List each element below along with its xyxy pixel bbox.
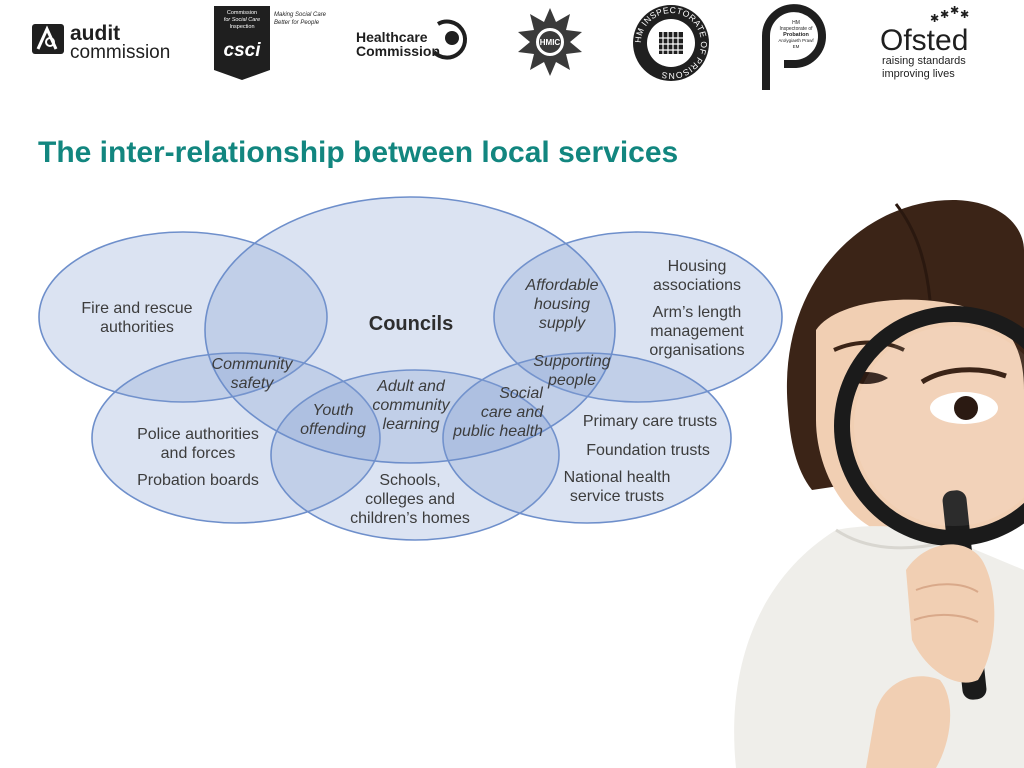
health-trusts-ellipse: [442, 352, 732, 524]
healthcare-text: Healthcare: [356, 29, 428, 45]
fire-label-line-1: Fire and rescue: [81, 300, 192, 317]
ofsted-stars-icon: ✱✱✱✱: [930, 4, 969, 25]
healthcare-commission-text: Commission: [356, 43, 440, 59]
national-health-line-1: National health: [564, 469, 671, 486]
youth-offending-line-2: offending: [300, 421, 366, 438]
fire-rescue-ellipse: [38, 231, 328, 403]
housing-label-line-2: associations: [653, 277, 741, 294]
girl-with-magnifying-glass-image: [734, 199, 1024, 768]
portcullis-icon: [659, 32, 683, 54]
councils-ellipse: [204, 196, 616, 464]
hm-inspectorate-of-prisons-logo: HM INSPECTORATE OF PRISONS: [633, 5, 709, 81]
probation-line-1: HM: [792, 20, 800, 26]
probation-line-5: EM: [793, 44, 800, 49]
police-label-line-2: and forces: [161, 445, 236, 462]
housing-ellipse: [493, 231, 783, 403]
social-care-line-2: care and: [481, 404, 544, 421]
supporting-people-line-1: Supporting: [533, 353, 610, 370]
community-safety-line-2: safety: [231, 375, 275, 392]
audit-commission-logo: audit commission: [32, 22, 170, 63]
schools-label-line-3: children’s homes: [350, 510, 470, 527]
csci-mark: csci: [224, 40, 262, 61]
affordable-label-line-3: supply: [539, 315, 586, 332]
audit-text: audit: [70, 22, 120, 45]
affordable-label-line-2: housing: [534, 296, 590, 313]
slide-title: The inter-relationship between local ser…: [38, 136, 679, 169]
healthcare-swirl-icon: [432, 19, 468, 60]
community-safety-line-1: Community: [212, 356, 294, 373]
diagram-ellipses: [38, 196, 783, 541]
svg-text:✱: ✱: [960, 8, 969, 21]
arms-label-line-2: management: [650, 323, 744, 340]
svg-text:✱: ✱: [940, 8, 949, 21]
adult-learning-line-2: community: [372, 397, 450, 414]
svg-text:✱: ✱: [930, 12, 939, 25]
ofsted-logo: ✱✱✱✱ Ofsted raising standards improving …: [880, 4, 969, 80]
schools-ellipse: [270, 369, 560, 541]
svg-text:✱: ✱: [950, 4, 959, 17]
ofsted-tagline-2: improving lives: [882, 68, 955, 80]
probation-line-2: Inspectorate of: [779, 26, 813, 32]
probation-line-3: Probation: [783, 32, 809, 38]
social-care-line-1: Social: [499, 385, 543, 402]
fire-label-line-2: authorities: [100, 319, 174, 336]
csci-tagline-1: Making Social Care: [274, 12, 327, 18]
hm-inspectorate-of-probation-logo: HM Inspectorate of Probation Arolygiaeth…: [762, 4, 826, 90]
audit-commission-mark-icon: [32, 24, 64, 54]
adult-learning-line-1: Adult and: [376, 378, 446, 395]
adult-learning-line-3: learning: [383, 416, 440, 433]
national-health-line-2: service trusts: [570, 488, 664, 505]
probation-boards-label: Probation boards: [137, 472, 259, 489]
hmic-star-badge-icon: [518, 8, 582, 76]
councils-label: Councils: [369, 313, 453, 335]
schools-label-line-2: colleges and: [365, 491, 455, 508]
ofsted-name: Ofsted: [880, 24, 968, 57]
hmic-text: HMIC: [540, 38, 561, 47]
primary-care-label: Primary care trusts: [583, 413, 717, 430]
services-venn-diagram: Councils Fire and rescue authorities Hou…: [38, 196, 783, 541]
csci-logo: Commission for Social Care Inspection cs…: [214, 6, 327, 80]
csci-box-line-3: Inspection: [229, 24, 254, 30]
foundation-trusts-label: Foundation trusts: [586, 442, 710, 459]
csci-box-line-2: for Social Care: [224, 17, 260, 23]
girl-hand: [866, 544, 995, 768]
schools-label-line-1: Schools,: [379, 472, 440, 489]
ofsted-tagline-1: raising standards: [882, 55, 966, 67]
diagram-labels: Councils Fire and rescue authorities Hou…: [81, 258, 744, 527]
arms-label-line-3: organisations: [649, 342, 744, 359]
commission-text: commission: [70, 42, 170, 63]
affordable-label-line-1: Affordable: [525, 277, 599, 294]
probation-line-4: Arolygiaeth Prawf: [778, 38, 814, 43]
youth-offending-line-1: Youth: [313, 402, 354, 419]
police-ellipse: [91, 352, 381, 524]
arms-label-line-1: Arm’s length: [653, 304, 742, 321]
healthcare-commission-logo: Healthcare Commission: [356, 19, 468, 60]
social-care-line-3: public health: [452, 423, 543, 440]
housing-label-line-1: Housing: [668, 258, 727, 275]
supporting-people-line-2: people: [547, 372, 596, 389]
hmic-logo: HMIC: [518, 8, 582, 76]
csci-tagline-2: Better for People: [274, 20, 320, 26]
csci-box-line-1: Commission: [227, 10, 257, 16]
police-label-line-1: Police authorities: [137, 426, 259, 443]
